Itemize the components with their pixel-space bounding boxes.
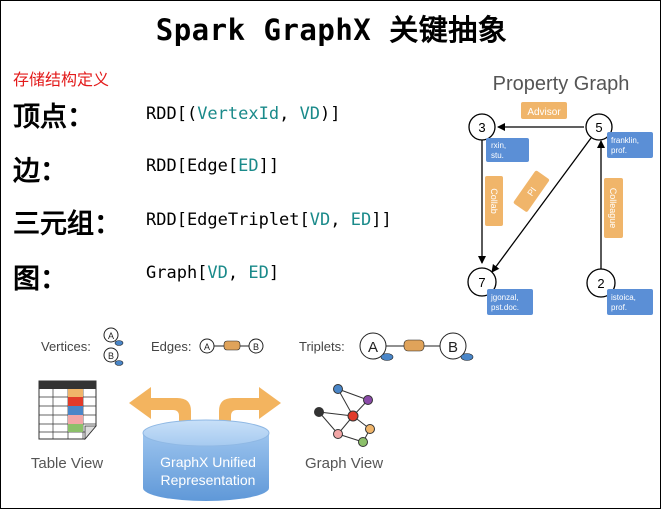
svg-text:prof.: prof. — [611, 303, 627, 312]
edge-label-collab: Collab — [485, 176, 503, 226]
svg-text:prof.: prof. — [611, 146, 627, 155]
type-text: , — [330, 210, 351, 230]
triplets-legend-icon: A B — [359, 332, 474, 361]
type-text: , — [279, 104, 300, 124]
unified-arrows — [129, 387, 281, 433]
triplet-label: 三元组： — [13, 209, 121, 240]
type-param: VertexId — [197, 104, 280, 124]
svg-text:pst.doc.: pst.doc. — [491, 303, 519, 312]
triplets-legend-label: Triplets: — [299, 339, 345, 354]
type-text: )] — [320, 104, 341, 124]
triplet-type: RDD[EdgeTriplet[VD, ED]] — [146, 210, 392, 230]
vertex-label: 顶点： — [13, 102, 94, 133]
svg-text:franklin,: franklin, — [611, 136, 639, 145]
type-param: ED — [248, 263, 269, 283]
svg-text:Advisor: Advisor — [527, 107, 561, 118]
type-text: RDD[Edge[ — [146, 156, 239, 176]
edges-legend-label: Edges: — [151, 339, 191, 354]
svg-text:B: B — [448, 339, 458, 356]
svg-text:Colleague: Colleague — [608, 188, 618, 229]
svg-text:3: 3 — [478, 120, 485, 135]
type-param: ED — [350, 210, 372, 230]
edge-label-pi: PI — [513, 170, 550, 212]
graph-view-label: Graph View — [305, 455, 383, 472]
unified-label-line1: GraphX Unified — [160, 454, 256, 470]
edge-label-colleague: Colleague — [604, 178, 623, 238]
type-text: Graph[ — [146, 263, 208, 283]
svg-text:B: B — [108, 351, 114, 361]
node-3: 3 rxin, stu. — [468, 113, 529, 162]
type-text: RDD[( — [146, 104, 198, 124]
type-param: VD — [309, 210, 331, 230]
table-view-label: Table View — [31, 455, 103, 472]
edges-legend-icon: A B — [199, 338, 264, 354]
svg-text:5: 5 — [595, 120, 602, 135]
svg-text:rxin,: rxin, — [491, 141, 506, 150]
graph-type: Graph[VD, ED] — [146, 263, 279, 283]
graph-view-icon — [314, 384, 375, 447]
node-5: 5 franklin, prof. — [585, 113, 653, 158]
svg-text:A: A — [368, 339, 378, 356]
node-2: 2 istoica, prof. — [586, 268, 653, 315]
vertex-type: RDD[(VertexId, VD)] — [146, 104, 341, 124]
type-param: VD — [299, 104, 321, 124]
storage-heading: 存储结构定义 — [13, 70, 110, 89]
type-text: ]] — [258, 156, 280, 176]
unified-cylinder — [142, 419, 270, 501]
svg-text:2: 2 — [597, 276, 604, 291]
svg-text:jgonzal,: jgonzal, — [490, 293, 519, 302]
vertices-legend-icon: A B — [103, 327, 124, 366]
svg-text:7: 7 — [478, 275, 485, 290]
svg-text:B: B — [253, 342, 259, 352]
type-param: ED — [238, 156, 259, 176]
type-param: VD — [207, 263, 228, 283]
vertices-legend-label: Vertices: — [41, 339, 91, 354]
edge-type: RDD[Edge[ED]] — [146, 156, 279, 176]
svg-text:Collab: Collab — [489, 188, 499, 214]
type-text: , — [227, 263, 249, 283]
edge-label-advisor: Advisor — [521, 102, 567, 119]
type-text: RDD[EdgeTriplet[ — [146, 210, 310, 230]
svg-text:A: A — [204, 342, 210, 352]
graph-label: 图： — [13, 264, 67, 295]
edge-label: 边： — [13, 156, 67, 187]
svg-text:stu.: stu. — [491, 151, 504, 160]
type-text: ]] — [371, 210, 392, 230]
svg-text:A: A — [108, 331, 114, 341]
property-graph-title: Property Graph — [493, 73, 630, 95]
page-title: Spark GraphX 关键抽象 — [155, 13, 508, 47]
edge-5-to-7 — [491, 137, 592, 273]
type-text: ] — [268, 263, 280, 283]
svg-text:istoica,: istoica, — [611, 293, 636, 302]
table-view-icon — [38, 380, 97, 441]
unified-label-line2: Representation — [161, 472, 256, 488]
node-7: 7 jgonzal, pst.doc. — [467, 267, 533, 315]
